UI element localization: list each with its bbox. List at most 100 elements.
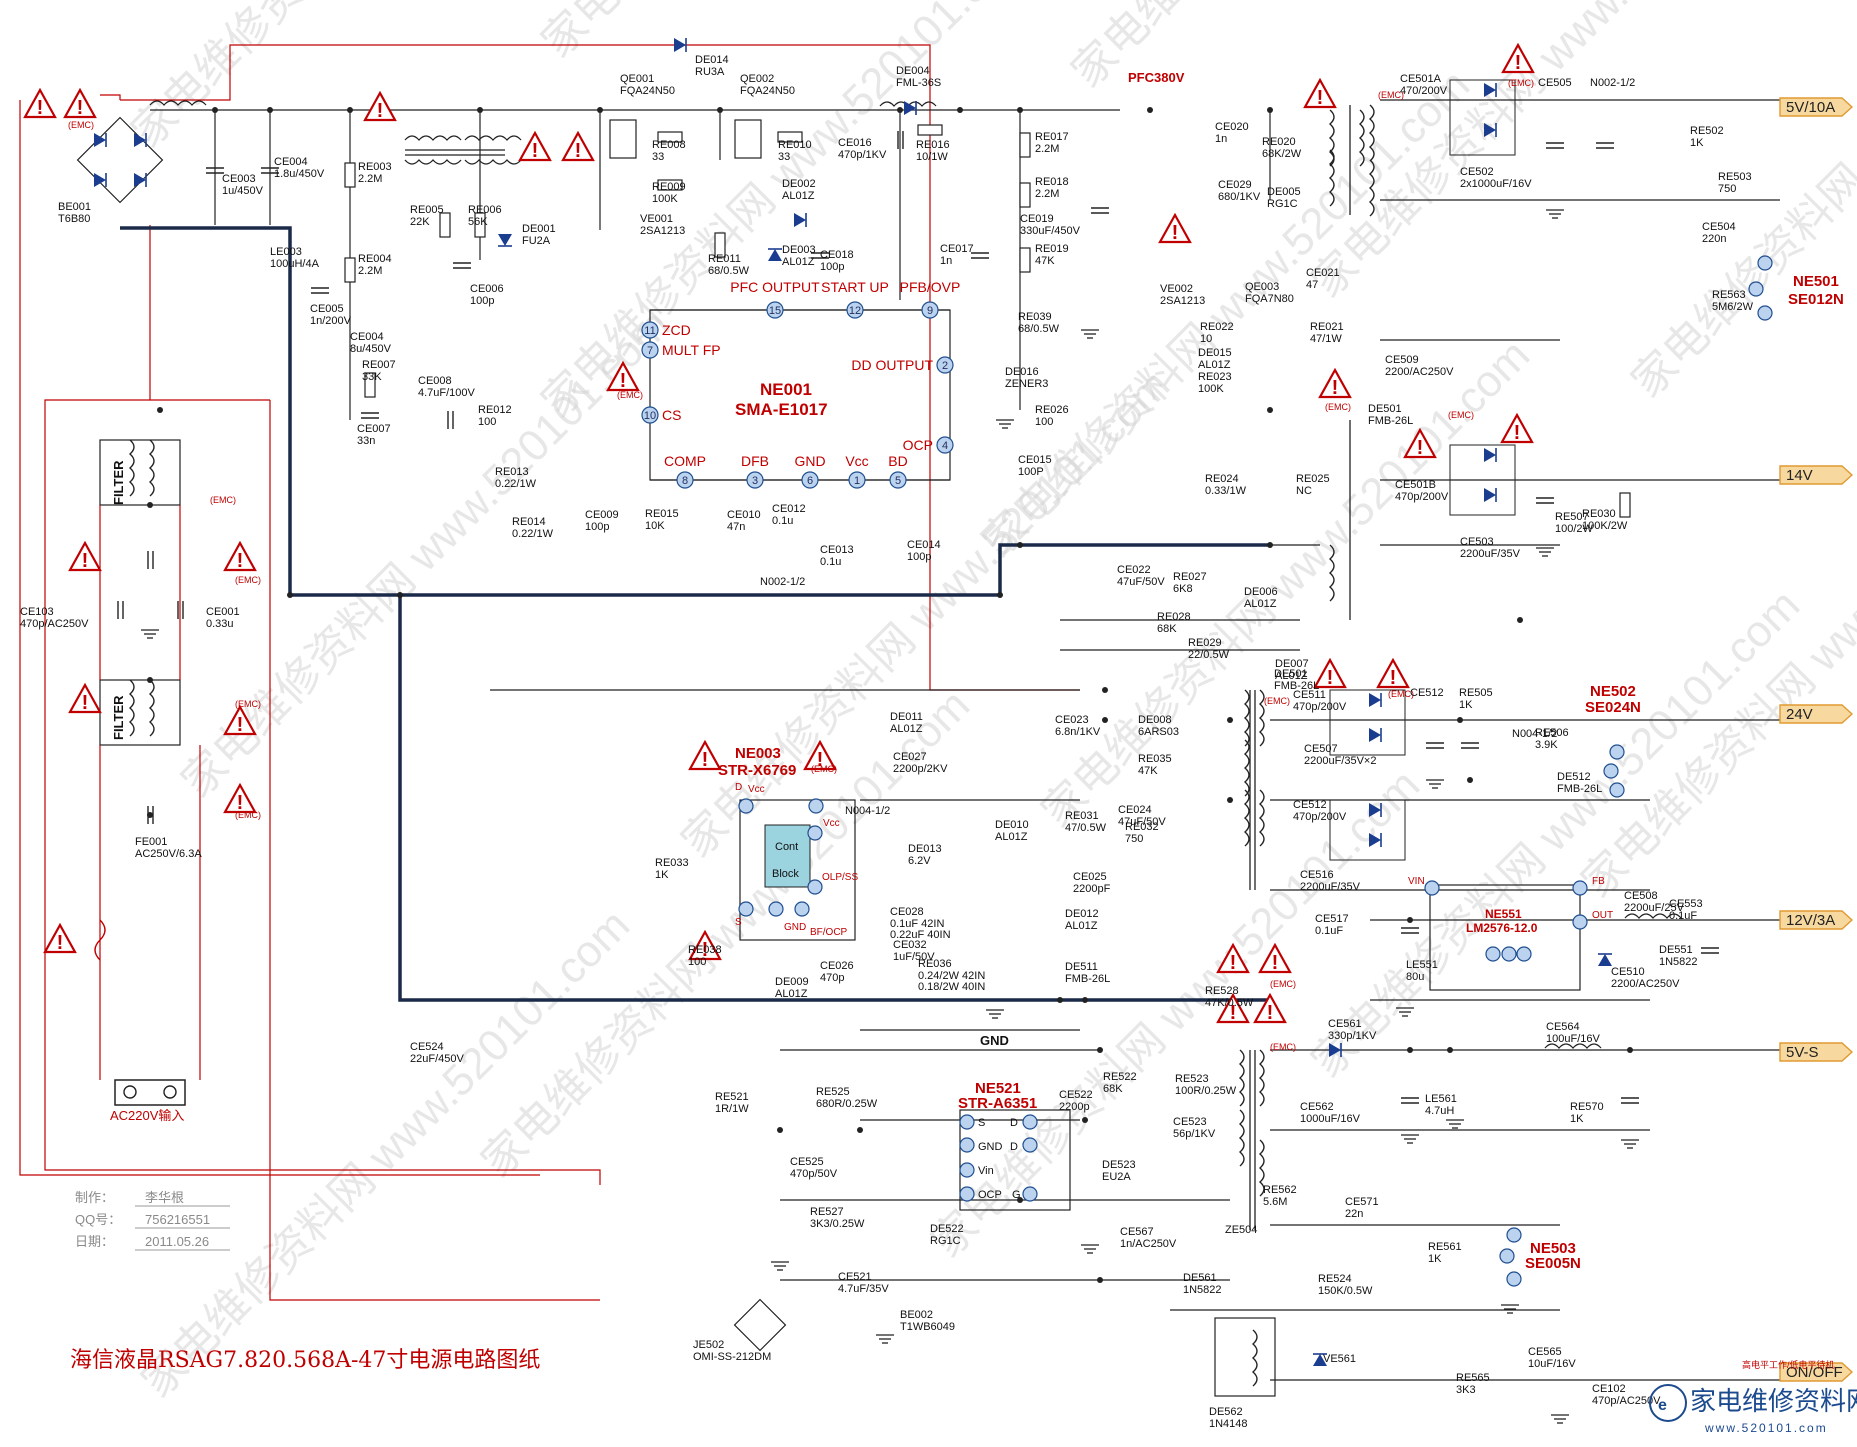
component-value: 470p/200V	[1293, 811, 1347, 823]
component-value: FMB-26L	[1557, 783, 1602, 795]
output-connector-shape	[1779, 1042, 1854, 1062]
component-ref: DE009	[775, 976, 809, 988]
emc-tag: (EMC)	[1264, 696, 1290, 706]
component-ref: BE002	[900, 1309, 933, 1321]
component-ref: RE505	[1459, 687, 1493, 699]
component-ref: DE003	[782, 244, 816, 256]
component-ref: DE014	[695, 54, 729, 66]
transformers	[733, 79, 1682, 1397]
emc-tag: (EMC)	[1270, 979, 1296, 989]
component-ref: RE028	[1157, 611, 1191, 623]
junction-dot	[1627, 1047, 1633, 1053]
component-ref: DE551	[1659, 944, 1693, 956]
ne003-pin-label: OLP/SS	[822, 872, 858, 883]
component-ref: RE027	[1173, 571, 1207, 583]
component-value: 10/1W	[916, 151, 948, 163]
component-ref: CE013	[820, 544, 854, 556]
ne502-part: SE024N	[1585, 699, 1641, 716]
component-ref: CE003	[222, 173, 256, 185]
component-value: 100/2W	[1555, 523, 1594, 535]
junction-dot	[777, 1127, 783, 1133]
ne001-pin-number: 5	[895, 475, 901, 487]
component-ref: CE007	[357, 423, 391, 435]
warning-icon	[1313, 658, 1347, 691]
component-value: 2200/AC250V	[1611, 978, 1680, 990]
component-value: 6K8	[1173, 583, 1193, 595]
component-value: 68K	[1157, 623, 1177, 635]
component-value: 330uF/450V	[1020, 225, 1081, 237]
component-ref: DE501	[1368, 403, 1402, 415]
component-value: 22n	[1345, 1208, 1363, 1220]
component-ref: RE522	[1103, 1071, 1137, 1083]
filter-label-1: FILTER	[111, 460, 126, 505]
component-ref: CE571	[1345, 1196, 1379, 1208]
ic-pin-circle	[768, 901, 784, 917]
component-ref: VE002	[1160, 283, 1193, 295]
component-ref: RE015	[645, 508, 679, 520]
component-ref: DE007	[1275, 658, 1309, 670]
component-ref: CE014	[907, 539, 941, 551]
component-value: 68K	[1103, 1083, 1123, 1095]
component-value: 750	[1125, 833, 1143, 845]
component-ref: CE006	[470, 283, 504, 295]
component-ref: RE008	[652, 139, 686, 151]
ne001-pin-label: GND	[794, 453, 825, 469]
component-value: 47K	[1138, 765, 1158, 777]
component-ref: DE562	[1209, 1406, 1243, 1418]
site-logo: 高电平工作/低电平待机 e 家电维修资料网 www.520101.com	[1649, 1359, 1857, 1435]
component-ref: DE561	[1183, 1272, 1217, 1284]
component-ref: CE516	[1300, 869, 1334, 881]
watermark-text: 家电维修资料网 www.520101.com	[132, 900, 639, 1407]
component-value: 5.6M	[1263, 1196, 1287, 1208]
ne551-chip	[1429, 884, 1581, 991]
warning-icon	[688, 740, 722, 773]
component-value: 47/1W	[1310, 333, 1342, 345]
component-ref: N004-1/2	[845, 805, 890, 817]
component-value: 100K	[652, 193, 678, 205]
component-value: 0.22/1W	[495, 478, 537, 490]
emc-tag: (EMC)	[235, 575, 261, 585]
junction-dot	[477, 107, 483, 113]
ne521-pin-label: G	[1012, 1189, 1021, 1201]
component-value: AL01Z	[775, 988, 808, 1000]
ne001-pin-label: MULT FP	[662, 342, 721, 358]
component-value: 0.18/2W 40IN	[918, 981, 985, 993]
component-value: 3.9K	[1535, 739, 1558, 751]
component-value: 3K3	[1456, 1384, 1476, 1396]
author-label: 制作：	[75, 1190, 114, 1205]
component-value: 2.2M	[358, 265, 382, 277]
component-ref: CE022	[1117, 564, 1151, 576]
ne001-pin-circle	[676, 471, 694, 489]
ne521-pin-label: D	[1010, 1141, 1018, 1153]
component-ref: RE039	[1018, 311, 1052, 323]
component-value: 33K	[362, 371, 382, 383]
ne001-pin-circle	[641, 406, 659, 424]
component-value: 6ARS03	[1138, 726, 1179, 738]
component-value: 10K	[645, 520, 665, 532]
junction-dot	[1147, 107, 1153, 113]
ne001-pin-circle	[936, 436, 954, 454]
component-value: 2200pF	[1073, 883, 1111, 895]
component-value: 4.7uF/35V	[838, 1283, 889, 1295]
component-value: FQA24N50	[740, 85, 795, 97]
ne001-pin-label: DFB	[741, 453, 769, 469]
component-ref: RE013	[495, 466, 529, 478]
component-ref: CE008	[418, 375, 452, 387]
ne003-pin-label: S	[735, 917, 742, 928]
component-ref: CE523	[1173, 1116, 1207, 1128]
output-label: 5V-S	[1786, 1044, 1819, 1061]
component-ref: RE033	[655, 857, 689, 869]
ic-pin-circle	[1572, 914, 1588, 930]
component-value: FMB-26L	[1368, 415, 1413, 427]
component-ref: JE502	[693, 1339, 724, 1351]
junction-dot	[1082, 1117, 1088, 1123]
component-value: 0.1uF	[1669, 910, 1697, 922]
component-ref: CE004	[274, 156, 308, 168]
date-value: 2011.05.26	[145, 1234, 209, 1249]
component-value: 2200uF/35V	[1300, 881, 1361, 893]
component-ref: CE001	[206, 606, 240, 618]
component-value: 100P	[1018, 466, 1044, 478]
ne001-pin-circle	[746, 471, 764, 489]
ne001-pin-number: 3	[752, 475, 758, 487]
ne001-pin-circle	[848, 471, 866, 489]
